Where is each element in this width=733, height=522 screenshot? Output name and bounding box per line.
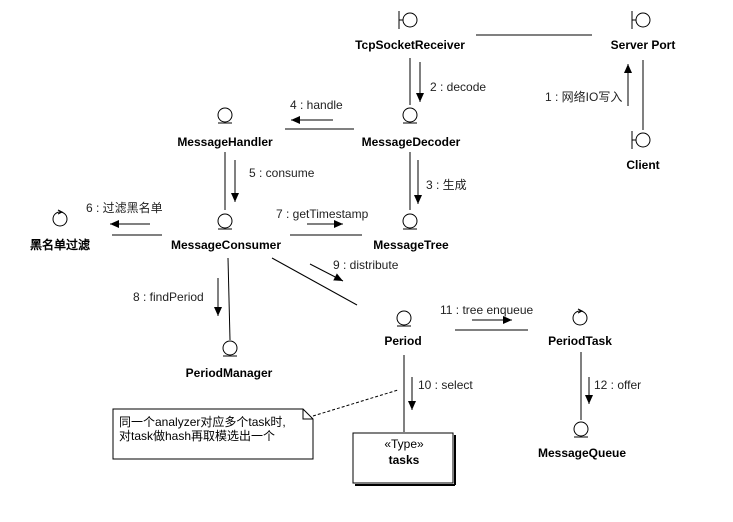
control-icon-periodtask (572, 308, 588, 326)
label-message-queue: MessageQueue (538, 446, 626, 460)
message-label-4: 4 : handle (290, 98, 343, 112)
label-message-consumer: MessageConsumer (171, 238, 281, 252)
label-server-port: Server Port (611, 38, 676, 52)
note-line-2: 对task做hash再取模选出一个 (119, 428, 275, 443)
message-label-10: 10 : select (418, 378, 473, 392)
note-line-1: 同一个analyzer对应多个task时, (119, 414, 286, 429)
message-label-6: 6 : 过滤黑名单 (86, 200, 163, 215)
label-blacklist-filter: 黑名单过滤 (30, 237, 90, 252)
arrow-m9 (309, 263, 344, 282)
message-label-5: 5 : consume (249, 166, 315, 180)
message-label-7: 7 : getTimestamp (276, 207, 369, 221)
tasks-box (352, 432, 454, 484)
label-client: Client (626, 158, 659, 172)
label-period-manager: PeriodManager (186, 366, 273, 380)
message-label-8: 8 : findPeriod (133, 290, 204, 304)
label-message-tree: MessageTree (373, 238, 449, 252)
message-label-3: 3 : 生成 (426, 178, 467, 192)
label-message-decoder: MessageDecoder (362, 135, 461, 149)
message-label-12: 12 : offer (594, 378, 641, 392)
boundary-icon-client (631, 131, 651, 149)
entity-icon-decoder (402, 107, 418, 124)
note-fold (302, 409, 313, 420)
entity-icon-tree (402, 213, 418, 230)
message-label-9: 9 : distribute (333, 258, 399, 272)
boundary-icon-receiver (398, 11, 418, 29)
label-message-handler: MessageHandler (177, 135, 273, 149)
message-label-11: 11 : tree enqueue (440, 303, 534, 317)
entity-icon-handler (217, 107, 233, 124)
link-consumer-periodmanager (227, 257, 231, 341)
control-icon-filter (52, 209, 68, 227)
label-tasks-stereotype: «Type» (384, 437, 424, 451)
label-period: Period (384, 334, 421, 348)
boundary-icon-serverport (631, 11, 651, 29)
entity-icon-period (396, 310, 412, 327)
label-tasks: tasks (389, 453, 420, 467)
note-anchor-line (312, 389, 399, 417)
label-tcp-socket-receiver: TcpSocketReceiver (355, 38, 465, 52)
link-consumer-period (271, 257, 358, 306)
message-label-1: 1 : 网络IO写入 (545, 89, 622, 104)
note-box (112, 408, 314, 460)
label-period-task: PeriodTask (548, 334, 612, 348)
entity-icon-consumer (217, 213, 233, 230)
entity-icon-queue (573, 421, 589, 438)
message-label-2: 2 : decode (430, 80, 486, 94)
entity-icon-periodmanager (222, 340, 238, 357)
